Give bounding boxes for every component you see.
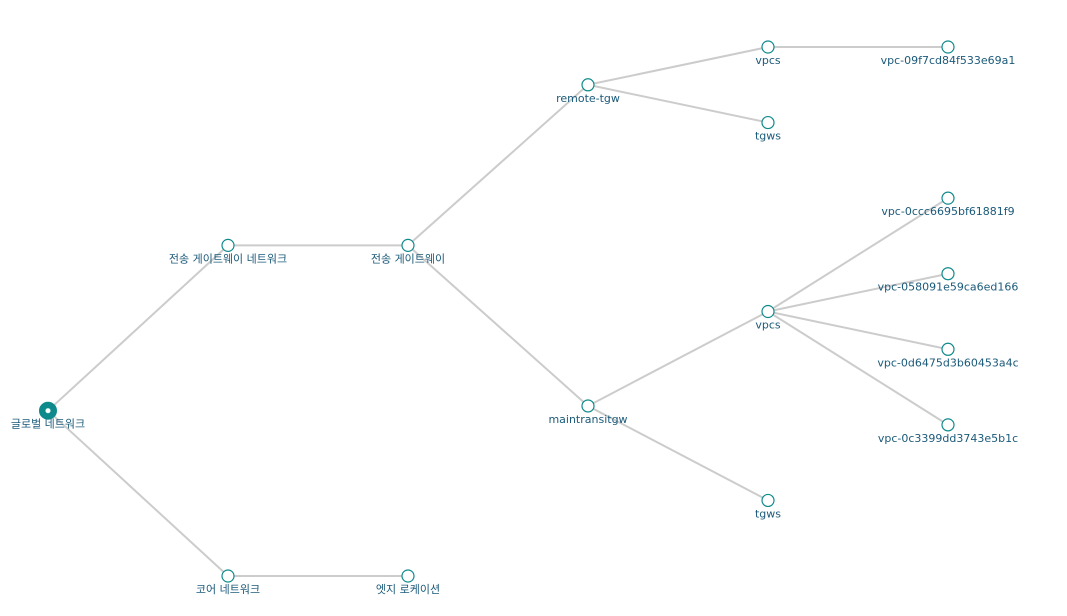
node-circle[interactable] xyxy=(761,40,775,54)
node-label: maintransitgw xyxy=(548,413,627,426)
node-label: 전송 게이트웨이 xyxy=(371,252,445,265)
tree-node-vpc-0d64[interactable]: vpc-0d6475d3b60453a4c xyxy=(877,342,1019,369)
tree-node-global-network[interactable]: 글로벌 네트워크 xyxy=(11,401,85,431)
node-circle[interactable] xyxy=(941,191,955,205)
node-label: vpc-0c3399dd3743e5b1c xyxy=(878,432,1018,445)
node-label: 글로벌 네트워크 xyxy=(11,418,85,431)
node-label: vpc-0d6475d3b60453a4c xyxy=(877,356,1018,369)
tree-node-transit-gateway-network[interactable]: 전송 게이트웨이 네트워크 xyxy=(169,238,287,265)
tree-node-vpc-0c33[interactable]: vpc-0c3399dd3743e5b1c xyxy=(878,418,1018,445)
tree-node-remote-tgw[interactable]: remote-tgw xyxy=(556,78,620,105)
node-label: 코어 네트워크 xyxy=(196,583,260,596)
link-maintransitgw-to-maintransitgw-vpcs xyxy=(587,310,769,407)
link-global-network-to-core-network xyxy=(47,409,229,577)
node-label: vpc-09f7cd84f533e69a1 xyxy=(881,54,1016,67)
node-label: 전송 게이트웨이 네트워크 xyxy=(169,252,287,265)
node-circle[interactable] xyxy=(401,238,415,252)
node-label: vpcs xyxy=(755,54,781,67)
node-circle[interactable] xyxy=(221,569,235,583)
link-maintransitgw-vpcs-to-vpc-0d64 xyxy=(767,310,949,351)
node-circle[interactable] xyxy=(401,569,415,583)
link-maintransitgw-vpcs-to-vpc-0c33 xyxy=(767,310,949,426)
link-maintransitgw-vpcs-to-vpc-0ccc xyxy=(767,197,949,313)
node-circle[interactable] xyxy=(761,115,775,130)
tree-node-edge-location[interactable]: 엣지 로케이션 xyxy=(376,569,440,596)
node-label: vpc-058091e59ca6ed166 xyxy=(878,281,1019,294)
tree-node-remote-tgw-tgws[interactable]: tgws xyxy=(755,115,781,143)
tree-links xyxy=(47,46,949,577)
link-maintransitgw-to-maintransitgw-tgws xyxy=(587,405,769,502)
tree-node-maintransitgw-tgws[interactable]: tgws xyxy=(755,493,781,520)
node-label: tgws xyxy=(755,130,781,143)
node-label: remote-tgw xyxy=(556,92,620,105)
tree-nodes: vpc-09f7cd84f533e69a1 vpcs tgws remote-tgw v… xyxy=(11,40,1019,596)
node-circle[interactable] xyxy=(761,304,775,319)
tree-node-core-network[interactable]: 코어 네트워크 xyxy=(196,569,260,596)
tree-node-transit-gateway[interactable]: 전송 게이트웨이 xyxy=(371,238,445,265)
link-global-network-to-transit-gateway-network xyxy=(47,244,229,412)
tree-node-remote-tgw-vpcs[interactable]: vpcs xyxy=(755,40,781,67)
tree-node-vpc-0580[interactable]: vpc-058091e59ca6ed166 xyxy=(878,267,1019,294)
node-circle[interactable] xyxy=(221,238,235,252)
link-transit-gateway-to-remote-tgw xyxy=(407,84,589,247)
node-label: 엣지 로케이션 xyxy=(376,583,440,596)
link-remote-tgw-to-remote-tgw-vpcs xyxy=(587,46,769,86)
link-remote-tgw-to-remote-tgw-tgws xyxy=(587,83,769,124)
node-circle[interactable] xyxy=(941,418,955,432)
node-circle[interactable] xyxy=(581,399,595,413)
node-circle[interactable] xyxy=(761,493,775,508)
node-label: vpcs xyxy=(755,319,781,332)
link-transit-gateway-to-maintransitgw xyxy=(407,244,589,407)
tree-node-vpc-0ccc[interactable]: vpc-0ccc6695bf61881f9 xyxy=(881,191,1015,218)
node-circle[interactable] xyxy=(941,267,955,281)
link-maintransitgw-vpcs-to-vpc-0580 xyxy=(767,272,949,313)
node-label: tgws xyxy=(755,507,781,520)
tree-node-maintransitgw-vpcs[interactable]: vpcs xyxy=(755,304,781,332)
node-circle[interactable] xyxy=(941,40,955,54)
root-node-dot xyxy=(45,408,51,414)
node-circle[interactable] xyxy=(581,78,595,92)
tree-node-maintransitgw[interactable]: maintransitgw xyxy=(548,399,628,426)
tree-node-vpc-09f7[interactable]: vpc-09f7cd84f533e69a1 xyxy=(881,40,1016,67)
node-circle[interactable] xyxy=(941,342,955,356)
node-label: vpc-0ccc6695bf61881f9 xyxy=(881,205,1014,218)
